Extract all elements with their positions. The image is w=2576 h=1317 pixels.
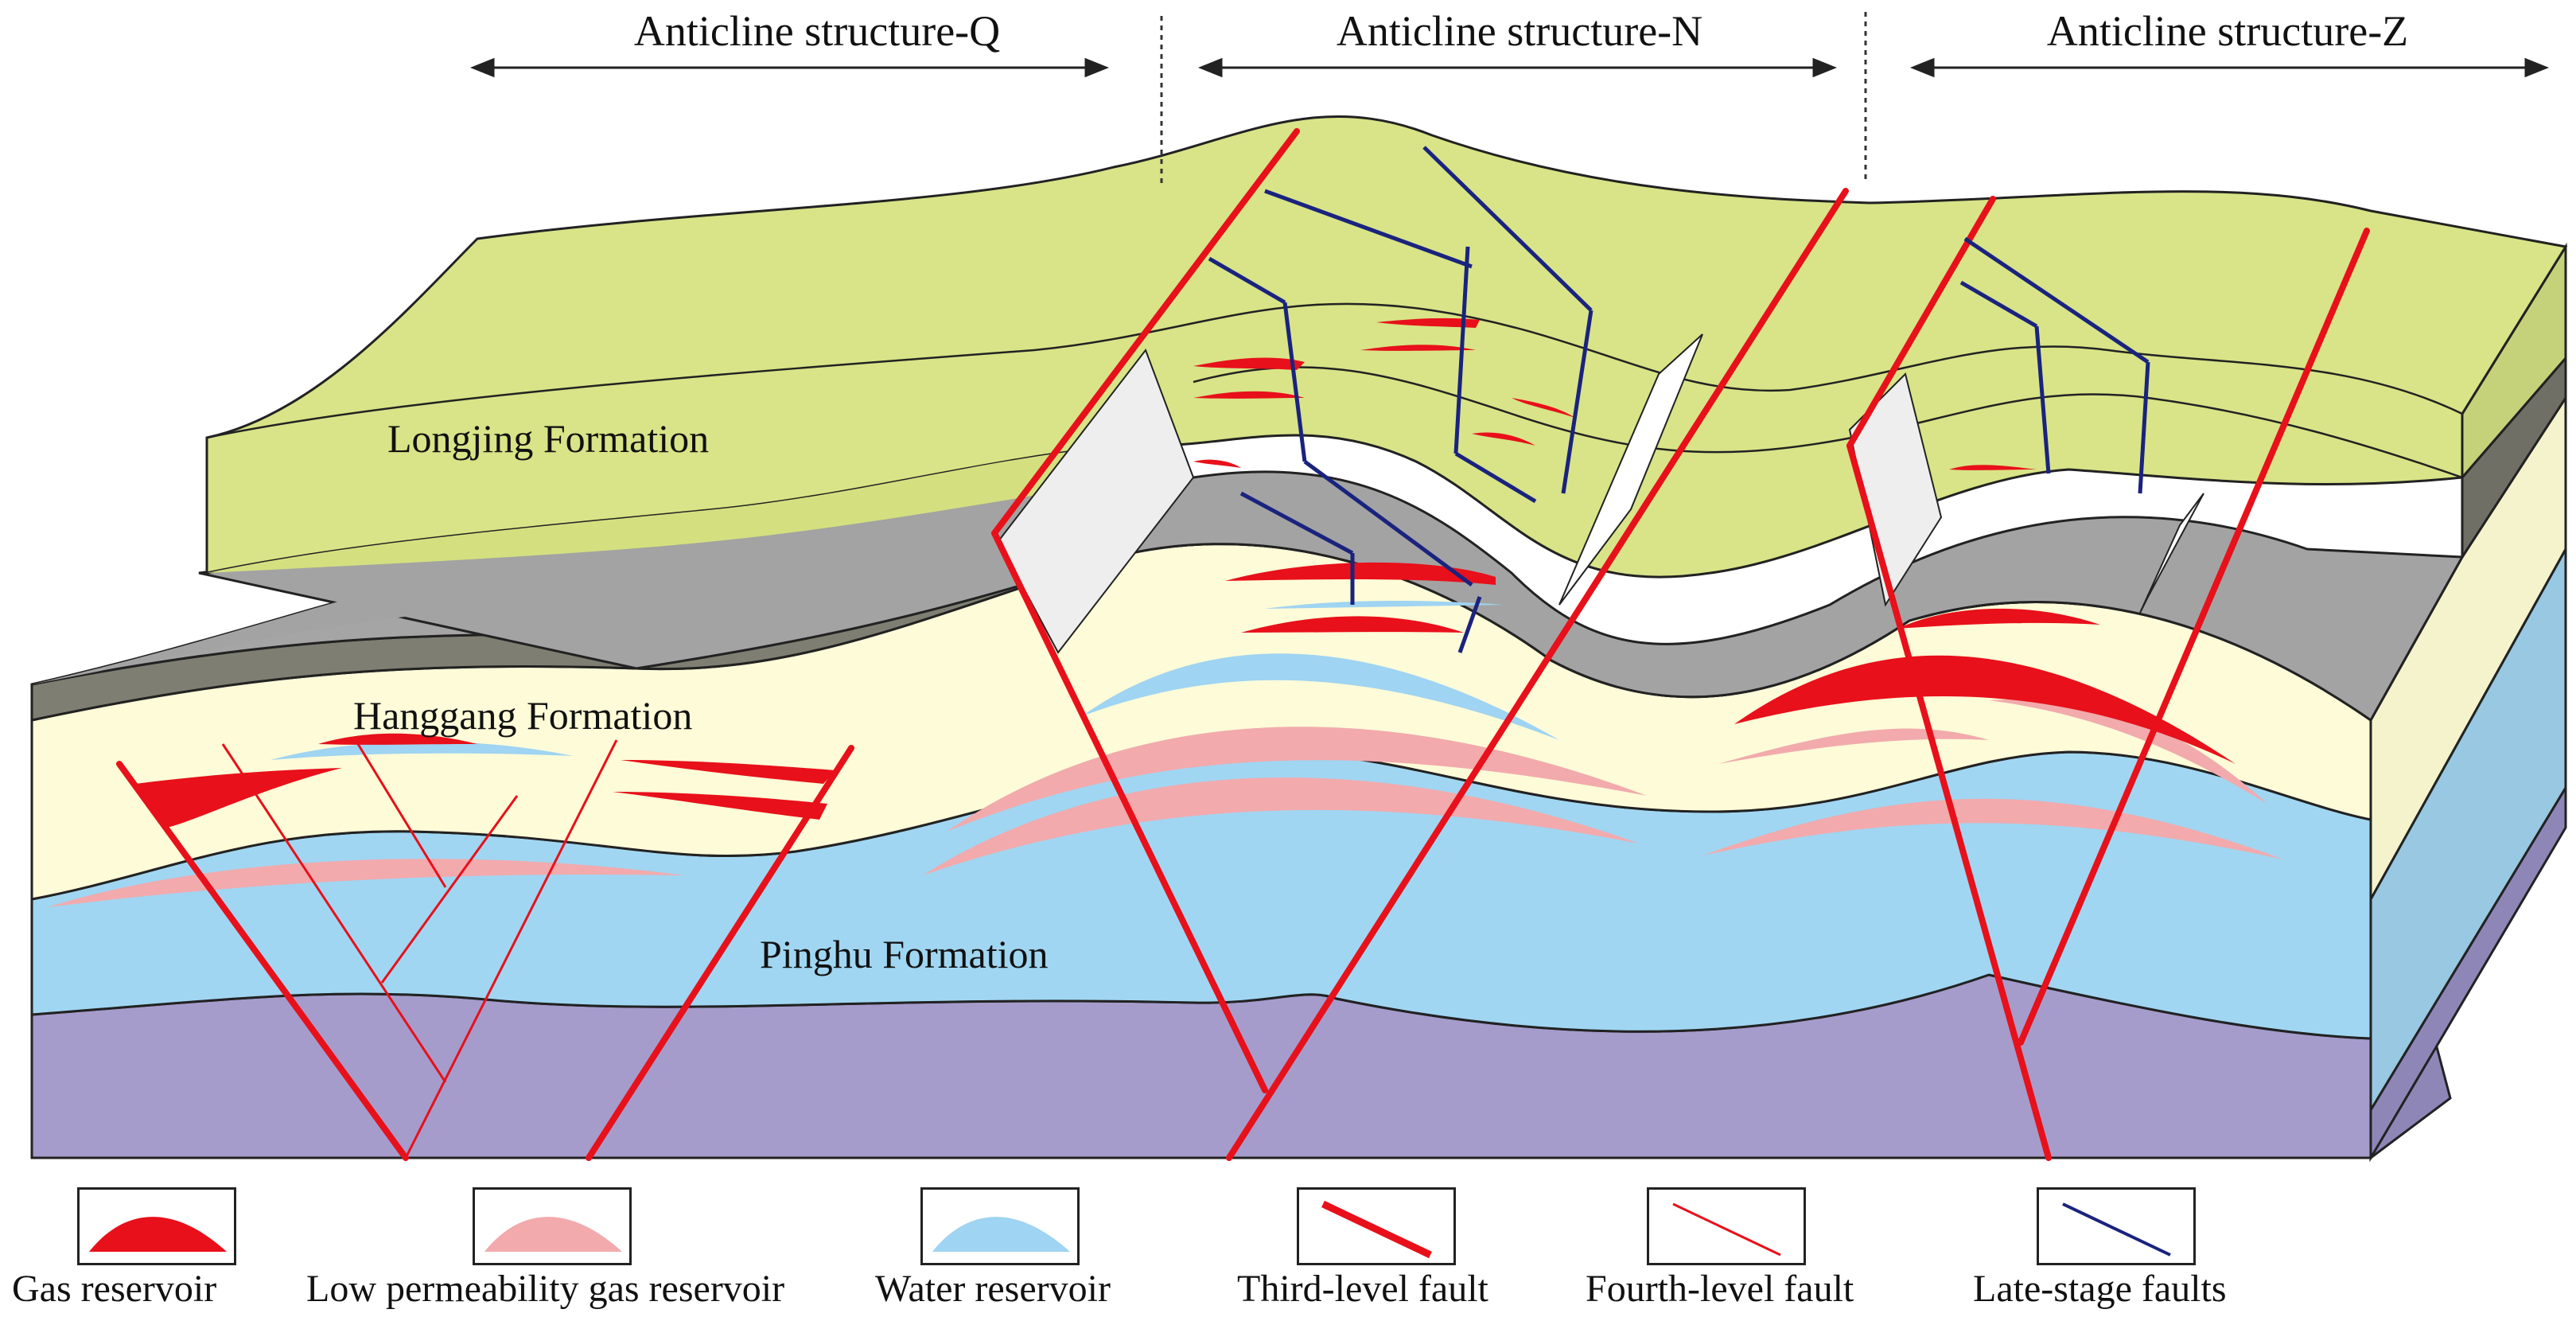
gas-reservoir-icon	[89, 1217, 227, 1252]
fault-sliver-n	[1558, 333, 1703, 606]
fault-sliver-z	[2139, 493, 2204, 614]
legend-label-late-stage-faults: Late-stage faults	[1973, 1268, 2227, 1310]
water-reservoirs	[270, 601, 1559, 760]
gas-reservoirs	[135, 318, 2236, 828]
legend-label-gas-reservoir: Gas reservoir	[12, 1268, 217, 1310]
label-hanggang-formation: Hanggang Formation	[353, 693, 693, 738]
legend-item-gas-reservoir	[77, 1187, 236, 1265]
longjing-horizon-2	[1193, 366, 2463, 479]
legend-label-water-reservoir: Water reservoir	[875, 1268, 1111, 1310]
fourth-level-faults	[221, 739, 618, 1159]
legend-label-fourth-level-fault: Fourth-level fault	[1586, 1268, 1854, 1310]
arrow-z	[1909, 57, 2550, 78]
longjing-front	[207, 438, 1154, 573]
legend-item-fourth-level-fault	[1647, 1187, 1806, 1265]
legend-label-third-level-fault: Third-level fault	[1237, 1268, 1488, 1310]
arrow-n	[1197, 57, 1838, 78]
legend-item-water-reservoir	[920, 1187, 1080, 1265]
fault-plane-n-left	[997, 348, 1195, 654]
longjing-horizon-1	[206, 302, 2463, 439]
late-stage-fault-icon	[2062, 1202, 2171, 1257]
fourth-level-fault-icon	[1672, 1202, 1781, 1257]
low-permeability-gas-reservoir-icon	[484, 1217, 622, 1252]
late-stage-faults	[1208, 146, 2150, 653]
label-pinghu-formation: Pinghu Formation	[760, 932, 1049, 976]
legend-label-low-permeability-gas-reservoir: Low permeability gas reservoir	[306, 1268, 785, 1310]
legend-item-late-stage-faults	[2037, 1187, 2196, 1265]
water-reservoir-icon	[932, 1217, 1070, 1252]
header-anticline-q: Anticline structure-Q	[633, 7, 1001, 55]
label-longjing-formation: Longjing Formation	[387, 416, 710, 461]
header-anticline-z: Anticline structure-Z	[2046, 7, 2409, 55]
arrow-q	[469, 57, 1110, 78]
fault-plane-z-left	[1848, 372, 1943, 607]
gray-layer-front-top	[32, 477, 1193, 684]
third-level-faults	[116, 128, 2370, 1161]
third-level-fault-icon	[1321, 1200, 1432, 1259]
legend-item-low-permeability-gas-reservoir	[473, 1187, 632, 1265]
legend-item-third-level-fault	[1297, 1187, 1456, 1265]
header-anticline-n: Anticline structure-N	[1336, 7, 1703, 55]
